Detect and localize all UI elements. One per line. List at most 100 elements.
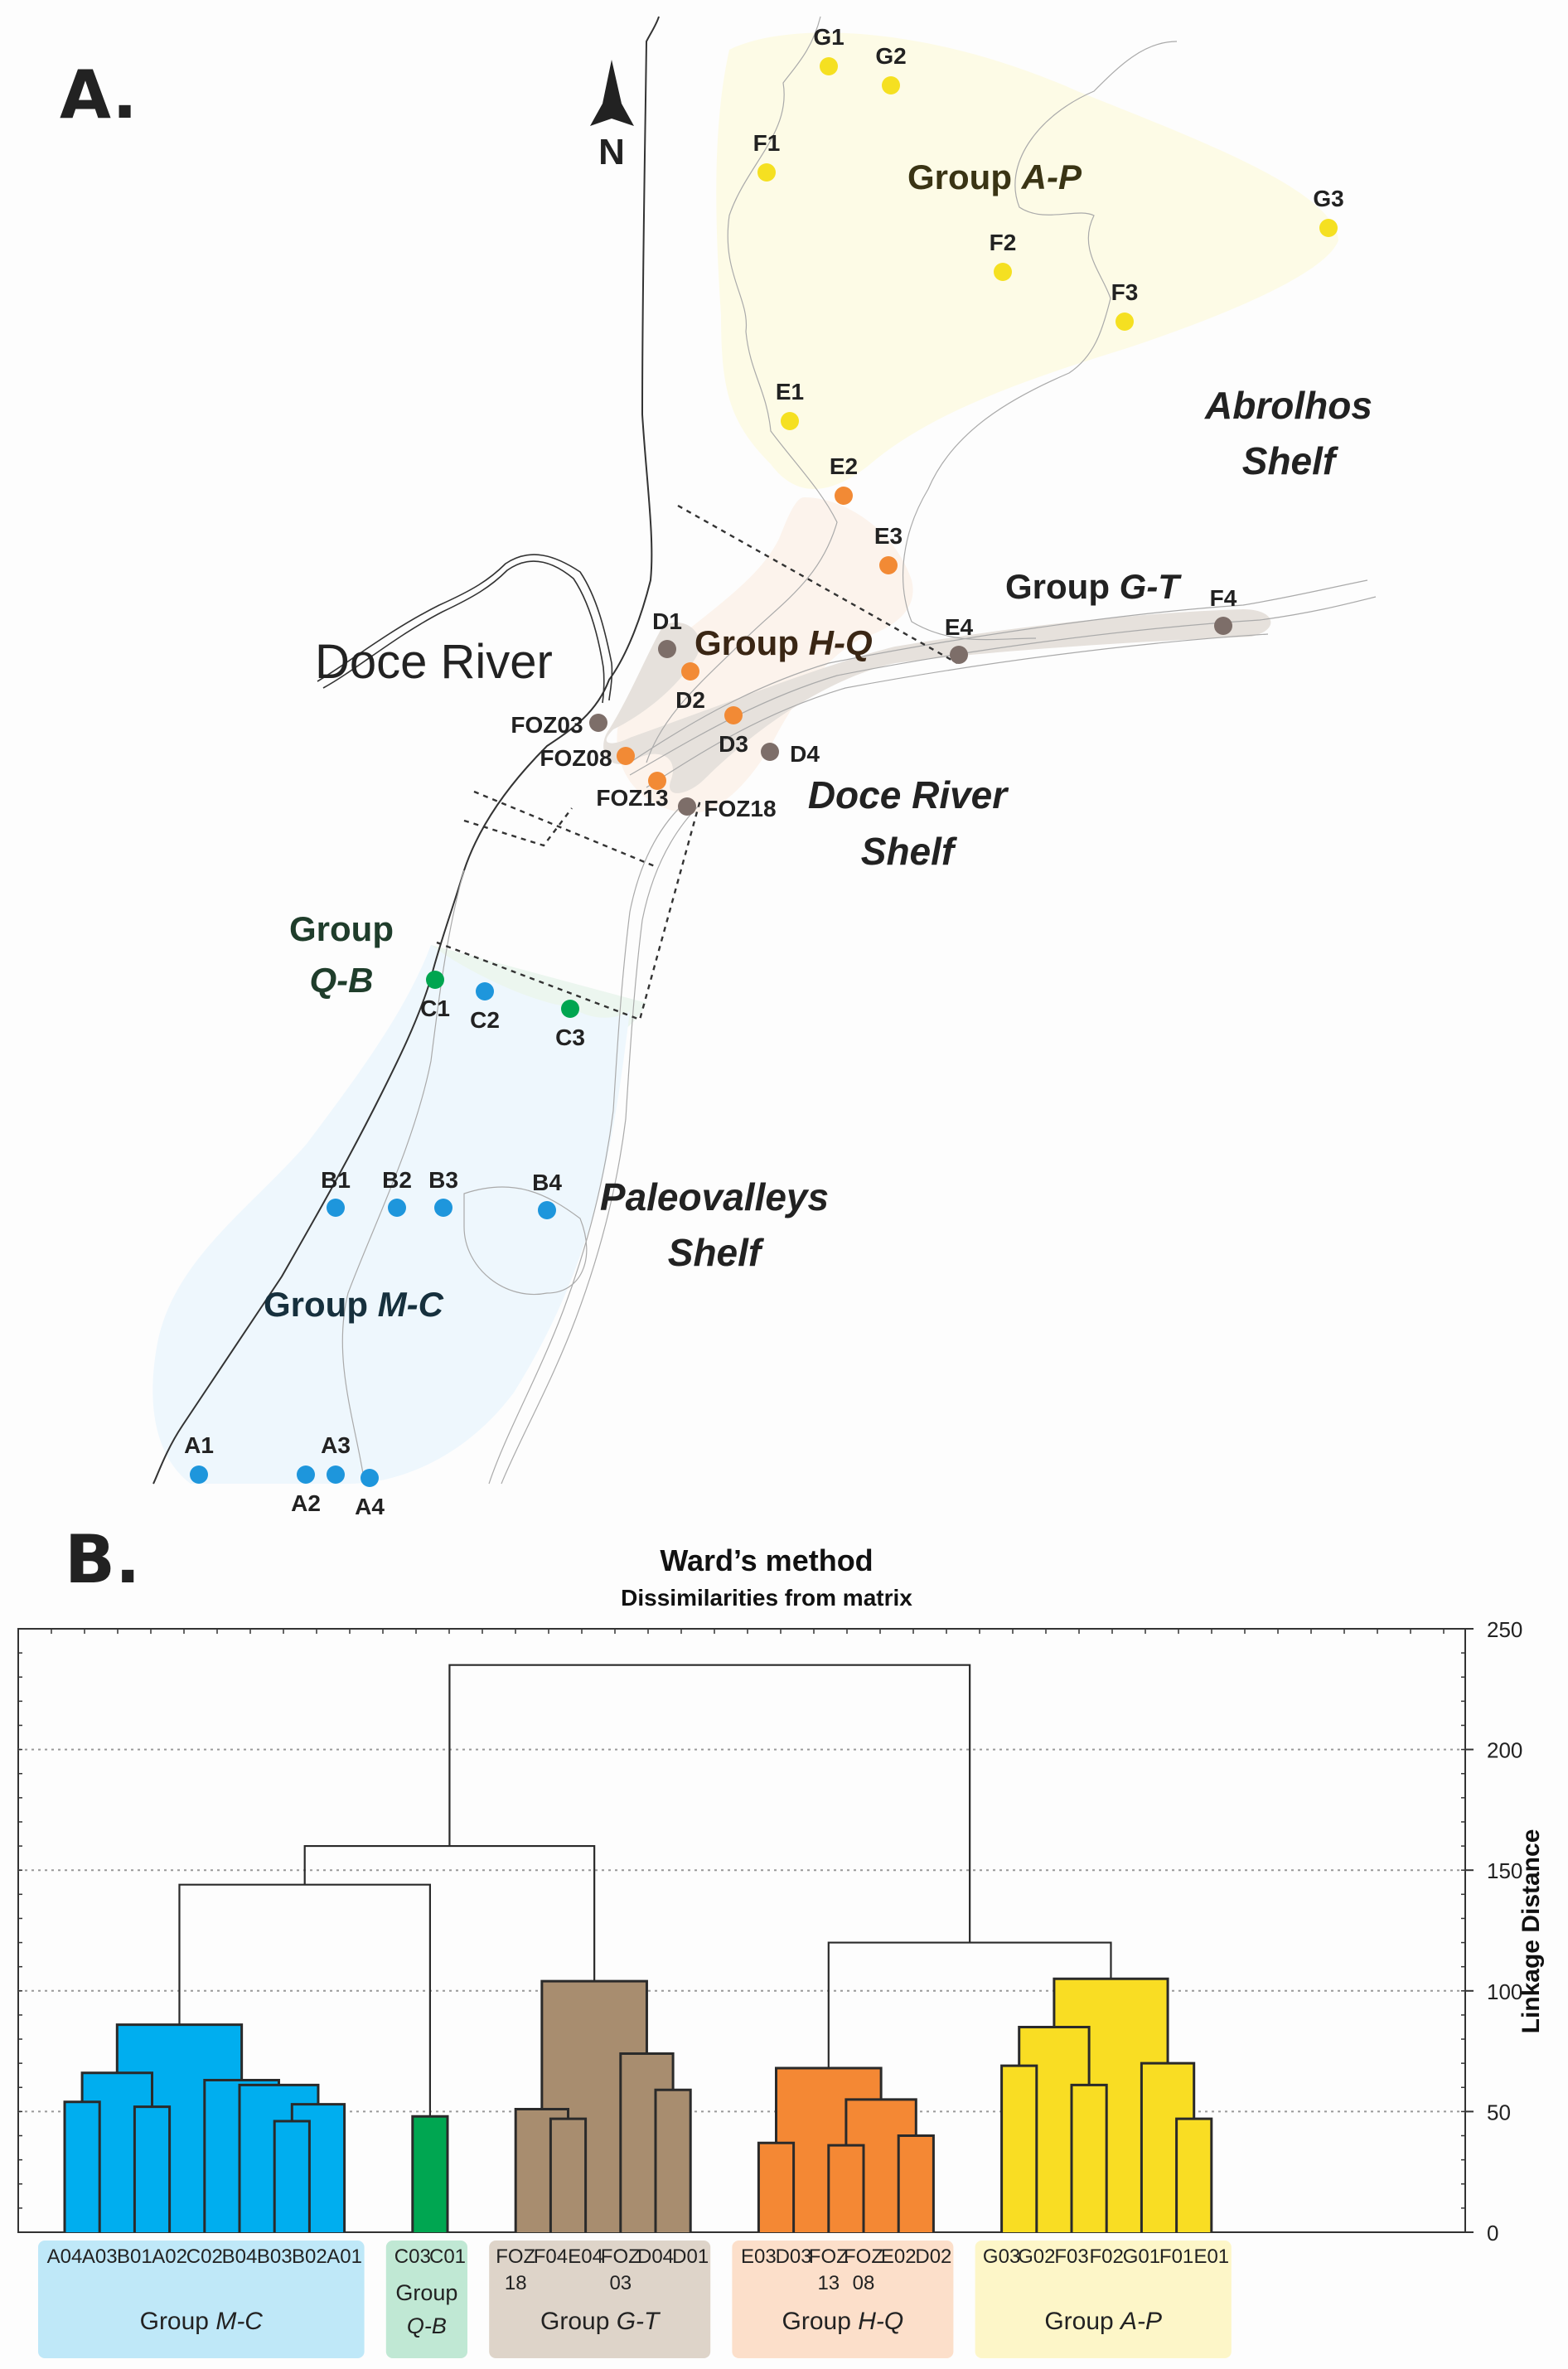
station-dot (835, 487, 853, 505)
leaf-label: A01 (327, 2245, 362, 2268)
station-map: N Doce River Abrolhos Shelf Doce River S… (152, 16, 1377, 1519)
leaf-label: F01 (1159, 2245, 1193, 2268)
leaf-label: B01 (117, 2245, 152, 2268)
leaf-label: F04 (534, 2245, 568, 2268)
leaf-label: FOZ (601, 2245, 641, 2268)
station-marker: G2 (875, 43, 907, 94)
leaf-label: 18 (505, 2272, 527, 2294)
region-fill-ap (716, 32, 1338, 489)
station-label: G1 (813, 24, 844, 50)
station-marker: FOZ08 (540, 745, 635, 771)
station-dot (1319, 219, 1338, 237)
stations-layer: G1G2F1G3F2F3E1E2E3D2D3FOZ08FOZ13D1FOZ03D… (184, 24, 1344, 1519)
station-marker: FOZ03 (511, 712, 607, 738)
group-box-label: Group (395, 2280, 457, 2305)
leaf-label: D03 (776, 2245, 812, 2268)
station-dot (994, 263, 1012, 281)
station-label: A2 (291, 1490, 321, 1516)
leaf-label: F03 (1054, 2245, 1088, 2268)
coastline (152, 16, 660, 1485)
station-label: G2 (875, 43, 906, 69)
y-tick-label: 50 (1487, 2100, 1511, 2124)
station-dot (757, 163, 776, 182)
station-dot (950, 646, 968, 664)
station-dot (561, 1000, 579, 1018)
station-label: E3 (874, 523, 903, 549)
cluster-fill-qb (412, 2116, 448, 2232)
station-marker: A1 (184, 1432, 214, 1484)
station-marker: F4 (1210, 585, 1237, 635)
station-dot (297, 1465, 315, 1484)
cluster-fill-gt (550, 2119, 586, 2232)
station-marker: F1 (753, 130, 781, 182)
station-label: F1 (753, 130, 781, 156)
cluster-link (757, 2141, 796, 2232)
station-dot (658, 640, 676, 658)
station-marker: C3 (555, 1000, 585, 1050)
station-dot (434, 1199, 452, 1217)
cluster-fill-ap (1176, 2119, 1212, 2232)
station-marker: C2 (470, 982, 500, 1033)
station-marker: B1 (321, 1167, 351, 1217)
leaf-label: C02 (186, 2245, 223, 2268)
station-dot (476, 982, 494, 1000)
station-label: G3 (1313, 186, 1343, 211)
station-label: C1 (420, 996, 450, 1021)
station-marker: B3 (428, 1167, 458, 1217)
panel-a-letter: A. (60, 56, 138, 133)
station-label: D3 (719, 731, 748, 757)
leaf-label: E03 (741, 2245, 777, 2268)
station-marker: F3 (1111, 279, 1138, 331)
station-marker: FOZ13 (596, 772, 669, 811)
station-label: E2 (830, 453, 858, 479)
station-marker: G3 (1313, 186, 1344, 237)
station-marker: C1 (420, 971, 450, 1021)
station-marker: G1 (813, 24, 844, 75)
station-label: FOZ13 (596, 785, 668, 811)
station-dot (761, 743, 779, 761)
station-label: F2 (990, 230, 1017, 255)
group-box-gt (489, 2241, 711, 2358)
leaf-label: G02 (1018, 2245, 1055, 2268)
station-marker: E1 (776, 379, 804, 430)
group-box-ap (975, 2241, 1232, 2358)
group-box-label: Group M-C (140, 2308, 264, 2335)
cluster-fill-ap (1072, 2085, 1107, 2232)
group-box-label: Group A-P (1044, 2308, 1162, 2335)
paleovalleys-shelf-label-2: Shelf (668, 1231, 765, 1274)
station-marker: D3 (719, 706, 748, 757)
leaf-label: B02 (292, 2245, 327, 2268)
leaf-label: D02 (915, 2245, 951, 2268)
leaf-label: B04 (222, 2245, 258, 2268)
cluster-link (273, 2120, 311, 2232)
station-label: A3 (321, 1432, 351, 1458)
dendrogram-chart: Ward’s method Dissimilarities from matri… (17, 1543, 1545, 2358)
station-marker: D1 (652, 608, 682, 658)
panel-b-letter: B. (65, 1521, 141, 1598)
leaf-label: C01 (429, 2245, 466, 2268)
leaf-label: D04 (637, 2245, 674, 2268)
station-dot (538, 1201, 556, 1219)
station-dot (1116, 312, 1134, 331)
north-arrow-icon: N (590, 60, 634, 172)
group-box-hq (732, 2241, 954, 2358)
station-dot (388, 1199, 406, 1217)
station-dot (190, 1465, 208, 1484)
station-label: FOZ03 (511, 712, 583, 738)
group-box-qb (385, 2241, 467, 2358)
zone-boundaries (436, 504, 958, 1021)
station-marker: F2 (990, 230, 1017, 281)
y-tick-label: 0 (1487, 2221, 1498, 2245)
map-group-label-hq: Group H-Q (694, 623, 873, 663)
station-marker: E3 (874, 523, 903, 574)
y-tick-label: 150 (1487, 1858, 1522, 1883)
station-label: C3 (555, 1025, 585, 1050)
doce-river-line (317, 554, 613, 704)
leaf-label: D01 (672, 2245, 709, 2268)
cluster-link (133, 2105, 172, 2232)
leaf-label: E01 (1193, 2245, 1229, 2268)
leaf-label: 13 (817, 2272, 840, 2294)
leaf-label: E02 (881, 2245, 917, 2268)
